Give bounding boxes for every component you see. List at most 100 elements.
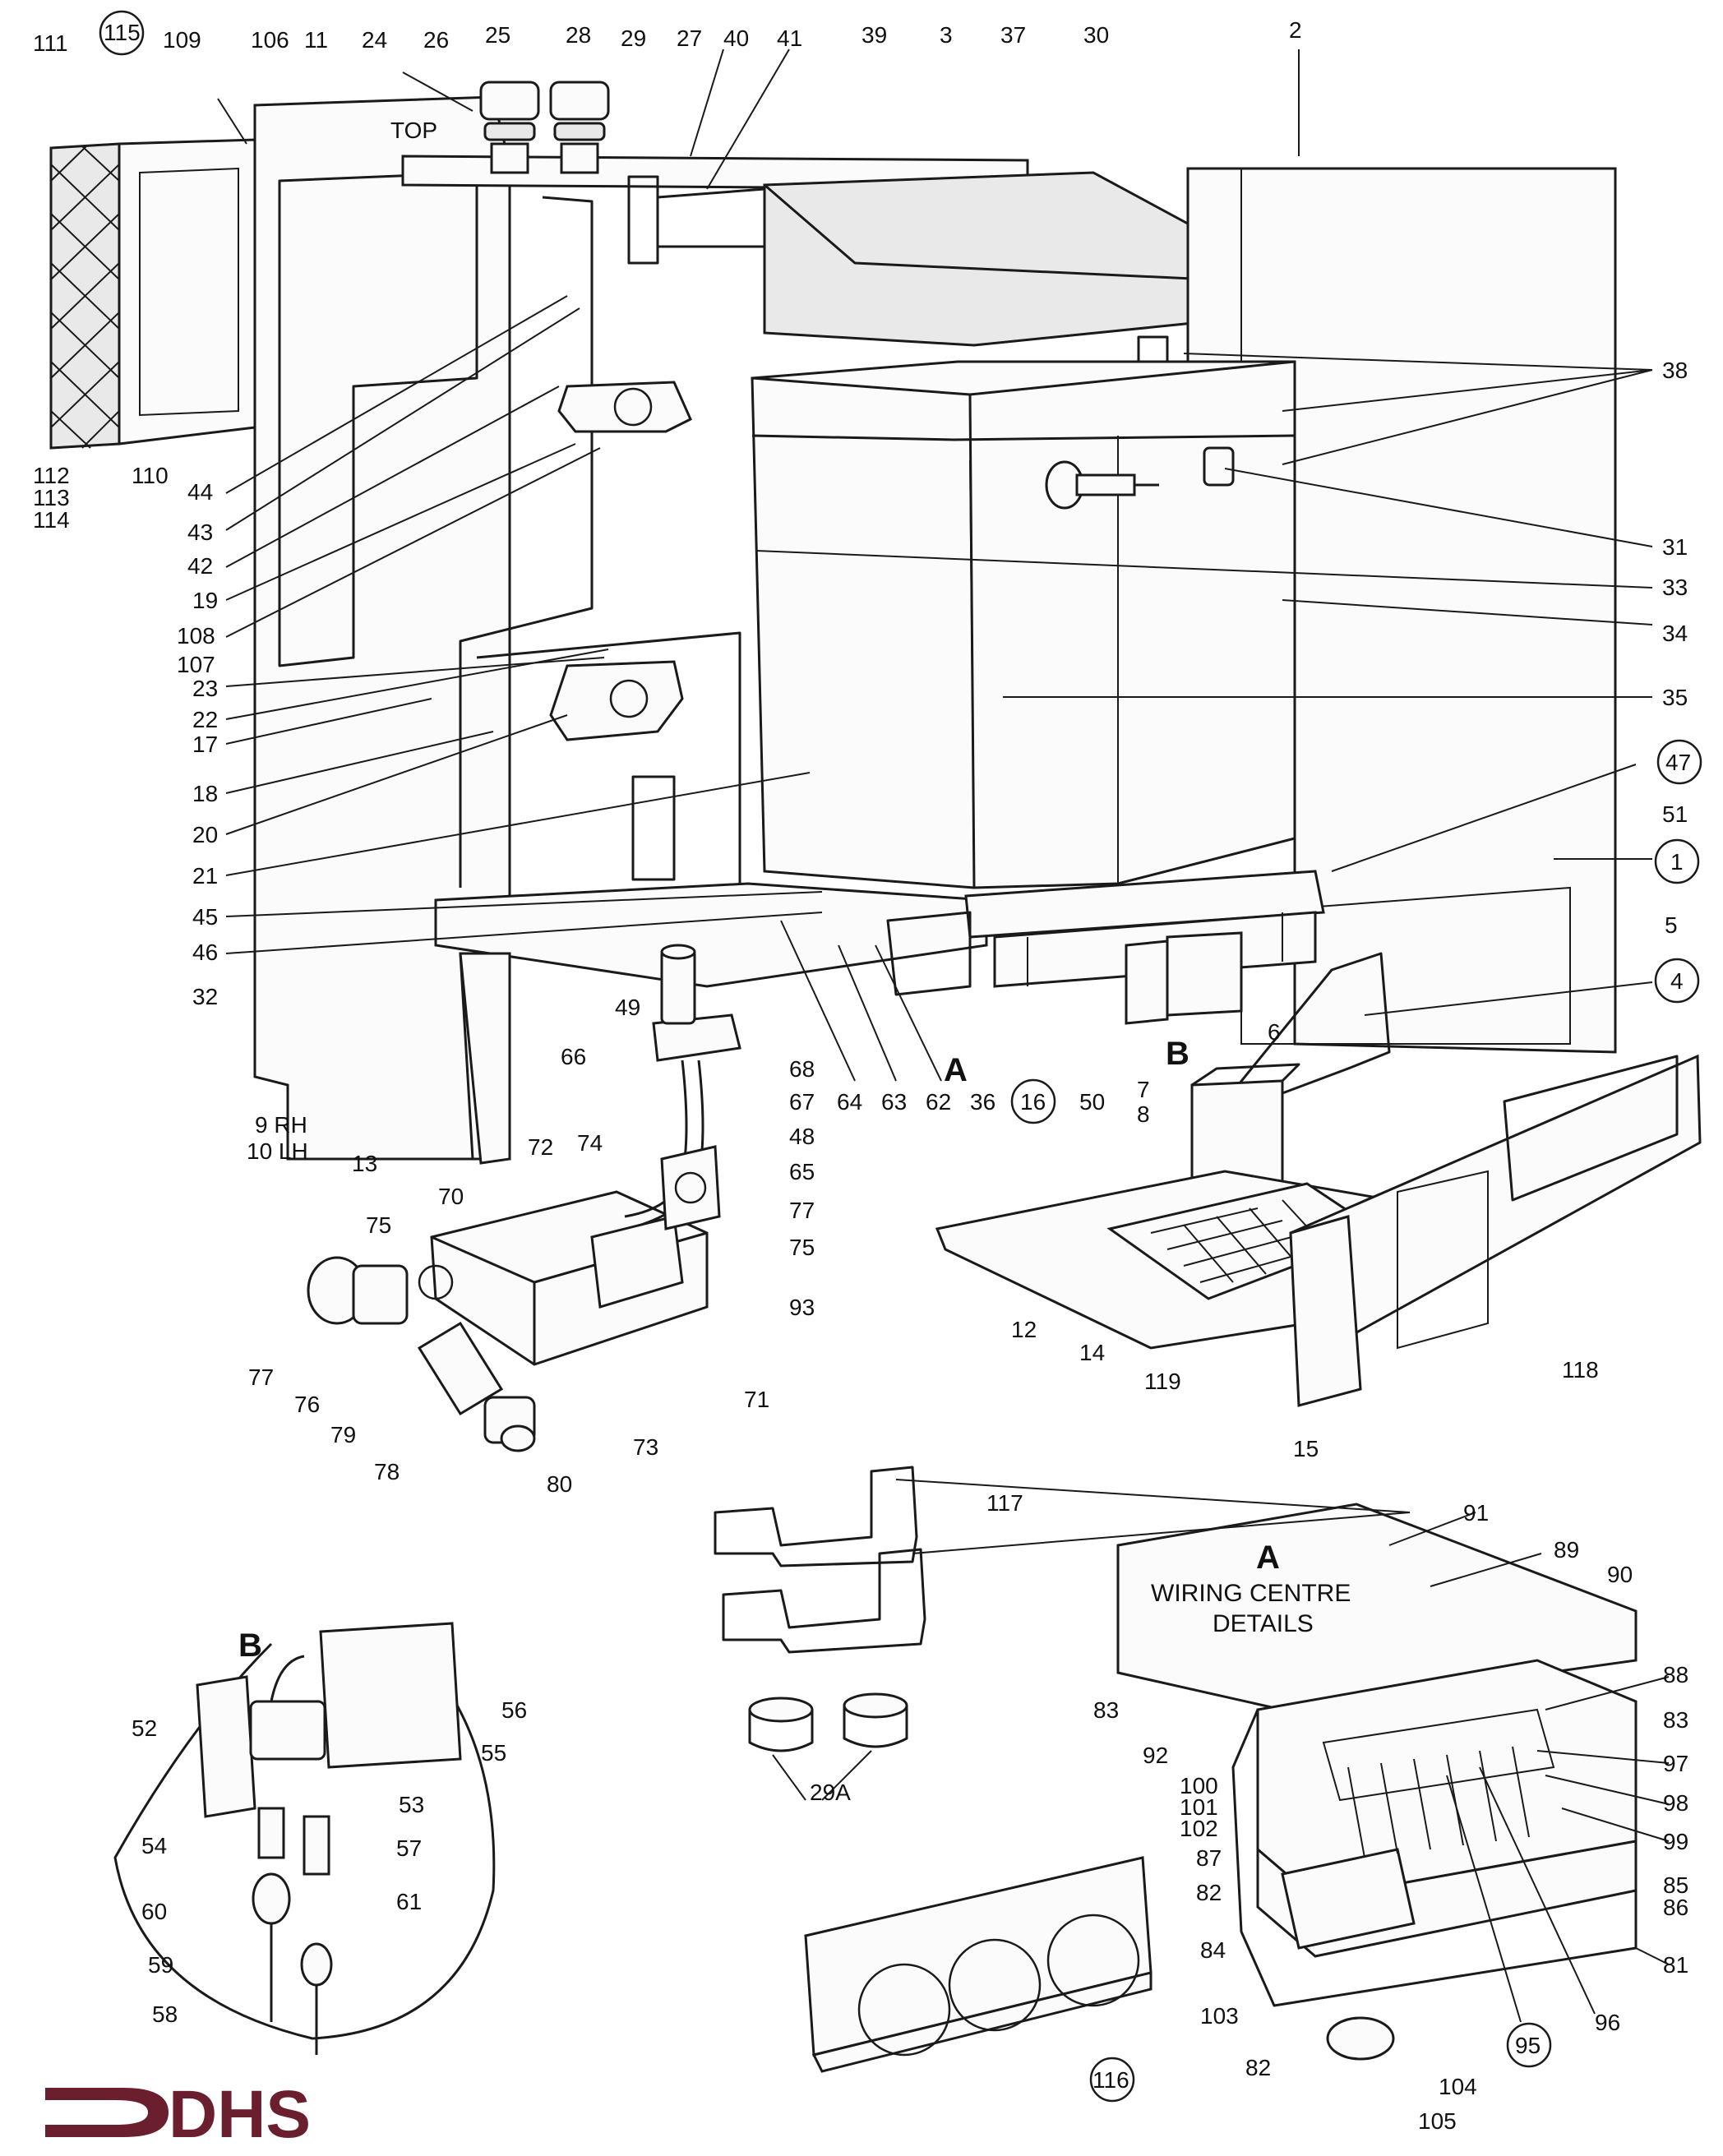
part-117-brackets xyxy=(714,1466,926,1654)
label-13: 13 xyxy=(352,1151,377,1176)
marker-b-main: B xyxy=(1166,1036,1189,1072)
label-63: 63 xyxy=(881,1089,907,1115)
label-98: 98 xyxy=(1663,1790,1688,1816)
label-38: 38 xyxy=(1662,358,1688,383)
label-84: 84 xyxy=(1200,1937,1226,1963)
label-87: 87 xyxy=(1196,1845,1222,1871)
label-79: 79 xyxy=(330,1422,356,1447)
label-4: 4 xyxy=(1670,968,1684,994)
label-42: 42 xyxy=(187,553,213,579)
label-56: 56 xyxy=(501,1697,527,1723)
label-45: 45 xyxy=(192,904,218,930)
label-105: 105 xyxy=(1418,2108,1457,2134)
label-37: 37 xyxy=(1000,22,1026,48)
label-83a: 83 xyxy=(1093,1697,1119,1723)
label-77b: 77 xyxy=(248,1364,274,1390)
label-5: 5 xyxy=(1665,912,1678,938)
label-81: 81 xyxy=(1663,1952,1688,1978)
label-67: 67 xyxy=(789,1089,815,1115)
label-111: 111 xyxy=(33,30,68,56)
label-23: 23 xyxy=(192,676,218,701)
label-39: 39 xyxy=(862,22,887,48)
label-33: 33 xyxy=(1662,575,1688,600)
label-65: 65 xyxy=(789,1159,815,1184)
label-22: 22 xyxy=(192,707,218,732)
main-assembly xyxy=(49,81,1702,1752)
label-29a: 29A xyxy=(810,1780,851,1805)
label-83b: 83 xyxy=(1663,1707,1688,1733)
label-97: 97 xyxy=(1663,1751,1688,1776)
label-86: 86 xyxy=(1663,1895,1688,1920)
label-12: 12 xyxy=(1011,1317,1037,1342)
label-46: 46 xyxy=(192,939,218,965)
label-40: 40 xyxy=(723,25,749,51)
label-116: 116 xyxy=(1092,2067,1129,2093)
label-75a: 75 xyxy=(366,1212,391,1238)
part-15-front-cover xyxy=(1289,1054,1702,1407)
label-18: 18 xyxy=(192,781,218,806)
caption-wiring-centre: WIRING CENTRE xyxy=(1151,1580,1351,1607)
label-71: 71 xyxy=(744,1387,769,1412)
part-31-bush xyxy=(1203,446,1235,487)
dhs-logo-mark xyxy=(45,2088,169,2137)
label-107: 107 xyxy=(177,652,215,677)
label-76: 76 xyxy=(294,1392,320,1417)
label-49: 49 xyxy=(615,995,640,1020)
label-60: 60 xyxy=(141,1899,167,1924)
label-58: 58 xyxy=(152,2001,178,2027)
label-88: 88 xyxy=(1663,1662,1688,1687)
label-41: 41 xyxy=(777,25,802,51)
label-90: 90 xyxy=(1607,1562,1633,1587)
label-70: 70 xyxy=(438,1184,464,1209)
label-113: 113 xyxy=(33,485,70,510)
label-112: 112 xyxy=(33,463,70,488)
part-116-control-panel xyxy=(804,1856,1153,2073)
label-35: 35 xyxy=(1662,685,1688,710)
label-2: 2 xyxy=(1289,17,1302,43)
label-99: 99 xyxy=(1663,1829,1688,1854)
label-91: 91 xyxy=(1463,1500,1489,1526)
label-82b: 82 xyxy=(1245,2055,1271,2080)
label-82a: 82 xyxy=(1196,1880,1222,1905)
label-61: 61 xyxy=(396,1889,422,1914)
detail-a-wiring-centre xyxy=(1116,1503,1638,2061)
label-57: 57 xyxy=(396,1835,422,1861)
label-75b: 75 xyxy=(789,1235,815,1260)
label-95: 95 xyxy=(1515,2033,1541,2058)
gas-valve-assembly xyxy=(307,944,741,1452)
label-108: 108 xyxy=(177,623,215,649)
gland-28 xyxy=(549,81,610,174)
label-106: 106 xyxy=(251,27,289,53)
label-104: 104 xyxy=(1439,2074,1477,2099)
label-100: 100 xyxy=(1180,1773,1218,1798)
base-tray xyxy=(434,882,988,988)
label-43: 43 xyxy=(187,519,213,545)
label-26: 26 xyxy=(423,27,449,53)
label-52: 52 xyxy=(132,1715,157,1741)
label-36: 36 xyxy=(970,1089,995,1115)
label-19: 19 xyxy=(192,588,218,613)
part-108-plate-upper xyxy=(557,381,692,433)
label-62: 62 xyxy=(926,1089,951,1115)
dhs-logo: DHS xyxy=(45,2077,311,2152)
label-51: 51 xyxy=(1662,801,1688,827)
label-20: 20 xyxy=(192,822,218,847)
marker-a-main: A xyxy=(944,1052,968,1088)
label-50: 50 xyxy=(1079,1089,1105,1115)
detail-b-circle xyxy=(113,1622,496,2055)
label-114: 114 xyxy=(33,507,70,533)
label-117: 117 xyxy=(986,1490,1023,1516)
label-47: 47 xyxy=(1665,750,1691,775)
label-48: 48 xyxy=(789,1124,815,1149)
label-6: 6 xyxy=(1268,1019,1281,1045)
label-8: 8 xyxy=(1137,1101,1150,1127)
part-16-burner-front xyxy=(964,870,1325,939)
leader-lines xyxy=(217,48,1670,2023)
label-66: 66 xyxy=(561,1044,586,1069)
label-1: 1 xyxy=(1670,849,1684,875)
label-17: 17 xyxy=(192,732,218,757)
label-34: 34 xyxy=(1662,621,1688,646)
part-9-lower-panel xyxy=(459,952,511,1165)
part-29A-caps xyxy=(748,1692,908,1752)
label-14: 14 xyxy=(1079,1340,1105,1365)
